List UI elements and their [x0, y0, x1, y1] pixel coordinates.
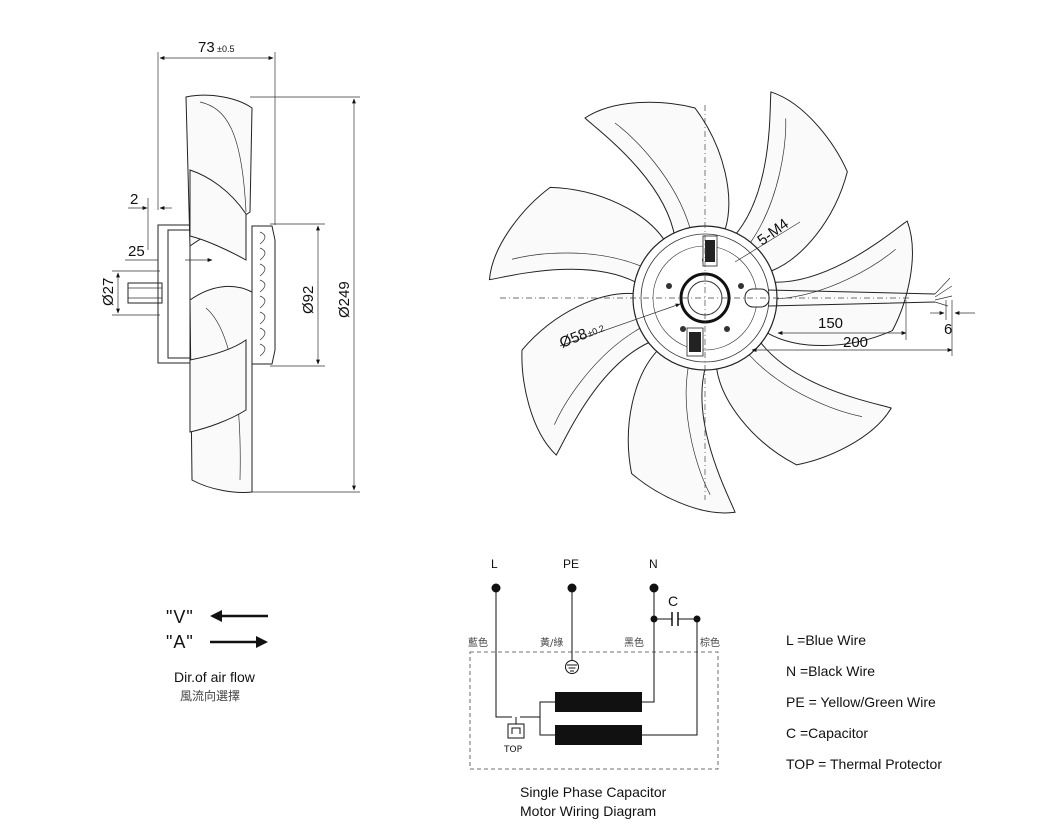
- ground-icon: [565, 660, 579, 674]
- dim-offset: 2: [130, 191, 138, 208]
- dim-hub: 25: [128, 243, 145, 260]
- wire-color-black: 黑色: [624, 636, 644, 649]
- airflow-v-label: "V": [166, 607, 194, 627]
- dim-motor: Ø92: [300, 286, 317, 314]
- dim-cable-200: 200: [843, 334, 868, 351]
- side-view: 73 ±0.5 2 25 Ø27 Ø92 Ø249: [100, 39, 360, 493]
- legend-item-yellow-green: PE = Yellow/Green Wire: [786, 694, 936, 710]
- main-winding: [555, 692, 642, 712]
- wire-color-blue: 藍色: [468, 636, 488, 649]
- dim-shaft: Ø27: [100, 278, 117, 306]
- legend-item-capacitor: C =Capacitor: [786, 725, 868, 741]
- dim-diameter: Ø249: [336, 281, 353, 318]
- terminal-l-label: L: [491, 557, 498, 571]
- legend-item-thermal: TOP = Thermal Protector: [786, 756, 942, 772]
- dim-strip: 6: [944, 321, 952, 338]
- wiring-caption-line1: Single Phase Capacitor: [520, 784, 667, 800]
- aux-winding: [555, 725, 642, 745]
- wire-color-brown: 棕色: [700, 636, 720, 649]
- terminal-n-label: N: [649, 557, 658, 571]
- airflow-caption-cn: 風流向選擇: [180, 688, 240, 703]
- airflow-caption: Dir.of air flow: [174, 669, 256, 685]
- thermal-protector-icon: [507, 723, 525, 739]
- terminal-pe-label: PE: [563, 557, 579, 571]
- legend-item-blue: L =Blue Wire: [786, 632, 866, 648]
- airflow-a-label: "A": [166, 632, 194, 652]
- legend-item-black: N =Black Wire: [786, 663, 875, 679]
- wire-legend: L =Blue Wire N =Black Wire PE = Yellow/G…: [786, 632, 942, 772]
- dim-depth: 73: [198, 39, 215, 56]
- dim-depth-tolerance: ±0.5: [217, 44, 234, 54]
- wiring-caption-line2: Motor Wiring Diagram: [520, 803, 656, 819]
- airflow-direction: "V" "A" Dir.of air flow 風流向選擇: [166, 607, 268, 703]
- capacitor-label: C: [668, 593, 678, 609]
- dim-cable-150: 150: [818, 315, 843, 332]
- wiring-diagram: L PE N C 藍色 黃/綠 黑色 棕色: [468, 557, 720, 819]
- front-view: 5-M4 Ø58 ±0.2 150 200 6: [488, 91, 975, 514]
- thermal-protector-label: TOP: [503, 745, 523, 755]
- wire-color-yellow-green: 黃/綠: [540, 636, 563, 649]
- fan-blades: [488, 91, 913, 514]
